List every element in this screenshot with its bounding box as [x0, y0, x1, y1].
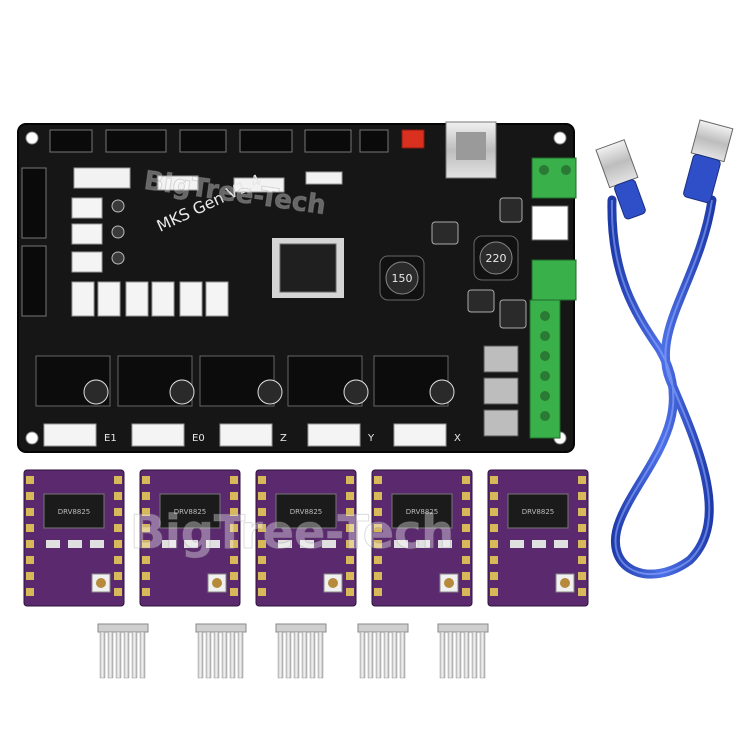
microcontroller-chip: [272, 238, 344, 298]
axis-labels: E1 E0 Z Y X: [104, 433, 461, 444]
top-pin-headers: [49, 129, 389, 153]
watermark-middle: BigTree-Tech: [130, 505, 454, 559]
usb-cable: [595, 119, 734, 579]
heatsink-2: [195, 623, 247, 679]
heatsink-5: [437, 623, 489, 679]
inductor-left: 150: [379, 255, 425, 301]
driver-chip-label: DRV8825: [406, 508, 438, 516]
left-pin-headers: [21, 167, 47, 317]
motor-connectors: [43, 423, 447, 447]
usb-a-plug: [595, 139, 646, 220]
heatsink-3: [275, 623, 327, 679]
reset-button: [401, 129, 425, 149]
driver-chip-label: DRV8825: [522, 508, 554, 516]
heatsink-1: [97, 623, 149, 679]
stepper-driver-2: DRV8825: [139, 469, 241, 607]
svg-text:220: 220: [486, 252, 507, 265]
svg-text:E0: E0: [192, 433, 205, 444]
svg-text:Z: Z: [280, 433, 287, 444]
controller-board: MKS Gen V1.4 150 220: [17, 121, 577, 453]
power-terminal: [531, 157, 577, 301]
board-usb-port: [445, 121, 497, 179]
inductor-right: 220: [473, 235, 519, 281]
output-terminal-strip: [529, 299, 561, 439]
heatsinks: [97, 623, 489, 679]
stepper-driver-4: DRV8825: [371, 469, 473, 607]
svg-text:Y: Y: [367, 433, 375, 444]
driver-chip-label: DRV8825: [174, 508, 206, 516]
svg-text:X: X: [454, 433, 461, 444]
stepper-driver-3: DRV8825: [255, 469, 357, 607]
mosfets: [483, 345, 519, 437]
stepper-driver-5: DRV8825: [487, 469, 589, 607]
stepper-driver-1: DRV8825: [23, 469, 125, 607]
heatsink-4: [357, 623, 409, 679]
svg-text:E1: E1: [104, 433, 117, 444]
driver-chip-label: DRV8825: [58, 508, 90, 516]
endstop-connectors: [71, 197, 229, 317]
driver-chip-label: DRV8825: [290, 508, 322, 516]
svg-text:150: 150: [392, 272, 413, 285]
driver-sockets: [35, 355, 449, 407]
stepper-drivers: DRV8825 DRV8825 DRV8825 DRV8825 DRV8825: [23, 469, 589, 607]
usb-b-plug: [683, 119, 734, 203]
